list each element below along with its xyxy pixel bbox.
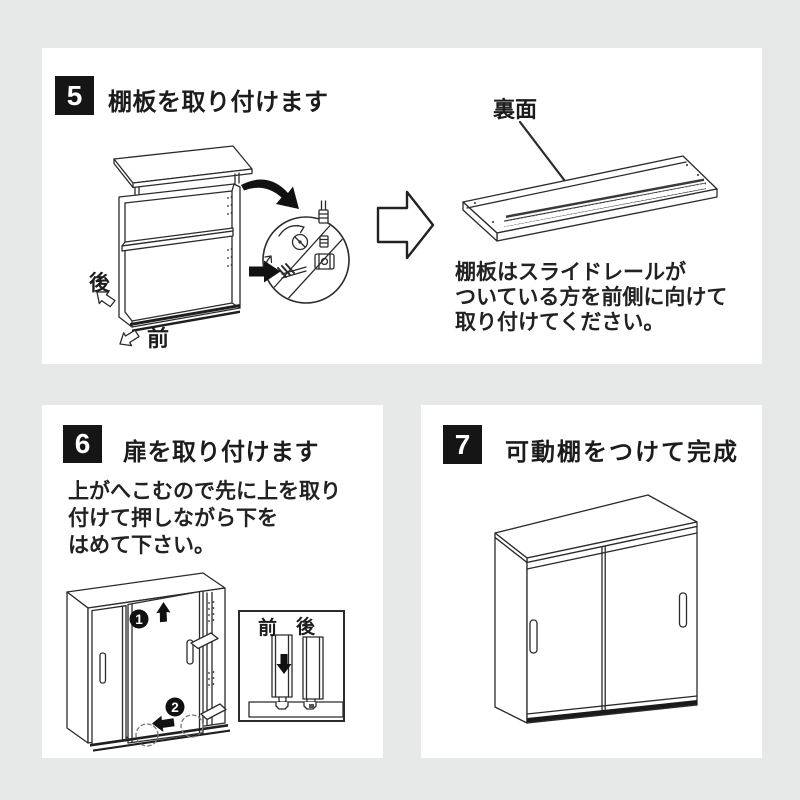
back-direction-label: 後 [89,271,111,295]
body-line: はめて下さい。 [68,534,215,557]
curved-arrow-icon [241,179,299,209]
step5-number-badge: 5 [55,76,94,115]
pin-holes [208,601,215,686]
back-direction-arrow-icon [96,291,116,308]
door-handle [99,652,107,684]
bottom-rail [90,724,230,752]
step7-number-badge: 7 [443,425,482,464]
shelf-bracket [200,703,227,721]
dashed-circle [180,714,204,738]
door-handle [186,639,194,665]
marker-2-badge [165,697,185,717]
shelf-bracket [190,632,219,650]
bottom-rail [130,304,240,332]
inset-rail [248,701,344,718]
crown-board [113,145,253,198]
step6-body: 上がへこむので先に上を取り 付けて押しながら下を はめて下さい。 [68,478,341,559]
step7-number: 7 [454,428,471,460]
door-split [601,545,606,716]
step5-note: 棚板はスライドレールが ついている方を前側に向けて 取り付けてください。 [455,260,727,335]
reverse-side-label: 裏面 [493,97,538,122]
step6-title: 扉を取り付けます [123,439,319,466]
pin-holes [227,196,233,267]
screw-icon [318,200,329,224]
insert-arrow-icon [249,260,281,283]
leader-line [518,120,570,187]
body-line: 上がへこむので先に上を取り [68,480,341,503]
note-line: 取り付けてください。 [455,311,665,334]
cam-lock-detail [264,219,348,302]
body-line: 付けて押しながら下を [68,507,278,530]
note-line: 棚板はスライドレールが [455,261,686,284]
down-arrow-icon [276,654,292,674]
inset-front-label: 前 [258,618,278,639]
finished-cabinet-illustration [494,494,698,724]
note-line: ついている方を前側に向けて [455,286,728,309]
door-handle [529,619,538,654]
dashed-circle [135,723,159,747]
rail-detail-drawing [248,634,344,718]
step5-title: 棚板を取り付けます [108,89,329,116]
bottom-rail [527,700,697,723]
detail-magnifier-circle [249,200,350,304]
screw-holes [474,164,699,223]
inset-back-label: 後 [296,617,316,638]
rail-detail-inset: 前 後 [238,610,345,722]
step6-number: 6 [74,428,91,459]
cabinet-exploded-illustration: 後 前 [89,145,350,351]
cabinet-body [118,183,241,328]
step5-number: 5 [66,79,83,111]
marker-1-number: 1 [135,612,143,627]
front-direction-label: 前 [147,326,169,351]
inset-back-door [302,636,324,708]
shelf-board-illustration [462,120,718,242]
left-arrow-icon [152,715,175,732]
step7-title: 可動棚をつけて完成 [505,439,739,466]
step6-number-badge: 6 [63,425,102,463]
left-door [91,605,127,746]
door-handle [678,592,688,628]
front-direction-arrow-icon [119,329,140,347]
next-step-arrow-icon [376,190,435,260]
up-arrow-icon [156,602,171,623]
marker-2-number: 2 [171,700,179,715]
door-install-illustration: 1 2 [66,572,230,752]
marker-1-badge [129,609,149,629]
